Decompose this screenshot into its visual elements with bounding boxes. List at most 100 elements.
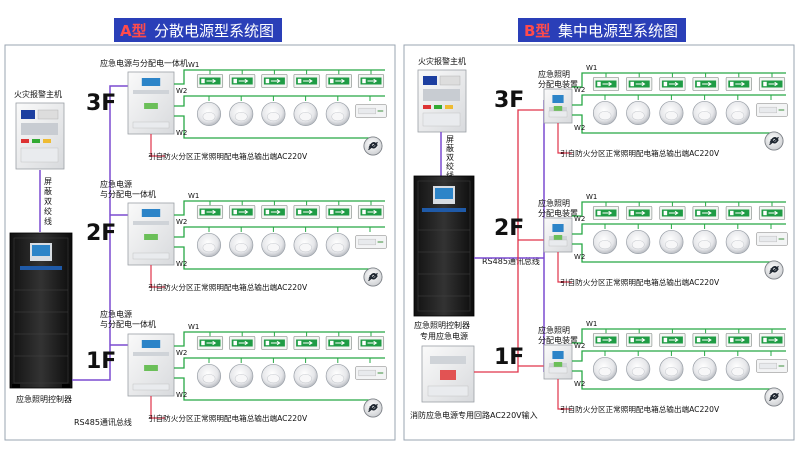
panel-b-floors: 3F应急照明分配电装置W1W2W2引自防火分区正常照明配电箱总输出端AC220V… bbox=[494, 64, 788, 414]
device-caption-line: 应急电源 bbox=[100, 309, 132, 319]
device-caption-line: 应急电源 bbox=[100, 179, 132, 189]
panel-b-rs485-label: RS485通讯总线 bbox=[482, 256, 540, 266]
w2-bus-line bbox=[174, 95, 385, 107]
w2-bus-line bbox=[572, 223, 786, 235]
panel-a-title: 分散电源型系统图 bbox=[154, 22, 274, 40]
exit-sign-icon bbox=[758, 333, 786, 347]
exit-sign-icon bbox=[261, 205, 288, 219]
dome-light-icon bbox=[196, 101, 222, 127]
exit-sign-icon bbox=[725, 206, 753, 220]
floor-label: 1F bbox=[86, 349, 116, 374]
exit-sign-icon bbox=[293, 74, 320, 88]
dome-light-icon bbox=[659, 356, 684, 382]
dome-light-icon bbox=[229, 232, 254, 258]
w2-bus-line bbox=[174, 357, 385, 369]
panel-a-title-bar bbox=[114, 18, 282, 42]
wall-fixture-icon bbox=[355, 365, 387, 381]
fire-alarm-panel-icon bbox=[15, 102, 65, 170]
dome-light-icon bbox=[325, 232, 350, 258]
ac-feed-line bbox=[557, 123, 572, 154]
ac-feed-caption: 引自防火分区正常照明配电箱总输出端AC220V bbox=[148, 282, 308, 292]
exit-sign-icon bbox=[261, 336, 288, 350]
exit-sign-icon bbox=[357, 336, 385, 350]
dome-light-icon bbox=[659, 229, 684, 255]
device-caption-line: 分配电装置 bbox=[538, 335, 578, 345]
exit-sign-icon bbox=[592, 206, 620, 220]
w2-lower-label: W2 bbox=[574, 253, 585, 261]
exit-sign-icon bbox=[196, 336, 224, 350]
power-plug-icon bbox=[764, 387, 784, 407]
w2-label: W2 bbox=[176, 218, 187, 226]
wall-fixture-icon bbox=[355, 103, 387, 119]
wall-fixture-icon bbox=[355, 234, 387, 250]
distribution-box-icon bbox=[421, 345, 475, 403]
w1-label: W1 bbox=[586, 320, 597, 328]
exit-sign-icon bbox=[758, 77, 786, 91]
distribution-box-icon bbox=[127, 71, 175, 135]
dome-light-icon bbox=[196, 363, 222, 389]
ac-feed-line bbox=[557, 252, 572, 283]
panel-b-title: 集中电源型系统图 bbox=[558, 22, 678, 40]
panel-b-title-bar bbox=[518, 18, 686, 42]
device-caption-line: 应急照明 bbox=[538, 198, 570, 208]
dome-light-icon bbox=[261, 232, 286, 258]
svg-text:蔽: 蔽 bbox=[446, 143, 454, 153]
exit-sign-icon bbox=[659, 77, 686, 91]
power-plug-icon bbox=[363, 267, 383, 287]
svg-text:屏: 屏 bbox=[44, 177, 52, 186]
ac-feed-line bbox=[557, 379, 572, 410]
device-caption-line: 应急照明 bbox=[538, 325, 570, 335]
dome-light-icon bbox=[325, 363, 350, 389]
fire-alarm-panel-icon bbox=[417, 69, 467, 133]
exit-sign-icon bbox=[261, 74, 288, 88]
exit-sign-icon bbox=[325, 74, 353, 88]
exit-sign-icon bbox=[325, 205, 353, 219]
ac-feed-caption: 引自防火分区正常照明配电箱总输出端AC220V bbox=[148, 413, 308, 423]
exit-sign-icon bbox=[659, 206, 686, 220]
w1-bus-line bbox=[572, 328, 786, 344]
svg-text:屏: 屏 bbox=[446, 135, 454, 144]
exit-sign-icon bbox=[357, 74, 385, 88]
svg-text:双: 双 bbox=[446, 153, 454, 162]
panel-b-frame bbox=[403, 44, 795, 441]
panel-a-controller-label: 应急照明控制器 bbox=[16, 394, 72, 404]
w1-bus-line bbox=[174, 69, 385, 85]
power-plug-icon bbox=[764, 131, 784, 151]
w1-bus-line bbox=[572, 72, 786, 88]
dome-light-icon bbox=[659, 100, 684, 126]
w2-lower-label: W2 bbox=[574, 124, 585, 132]
dome-light-icon bbox=[626, 229, 651, 255]
dome-light-icon bbox=[626, 100, 651, 126]
panel-a-shielded-cable-label: 屏 蔽 双 绞 线 bbox=[44, 177, 52, 226]
exit-sign-icon bbox=[592, 77, 620, 91]
floor-label: 3F bbox=[86, 91, 116, 116]
w1-bus-line bbox=[174, 331, 385, 347]
exit-sign-icon bbox=[228, 74, 256, 88]
dome-light-icon bbox=[261, 363, 286, 389]
svg-text:蔽: 蔽 bbox=[44, 186, 52, 196]
ac-feed-caption: 引自防火分区正常照明配电箱总输出端AC220V bbox=[148, 151, 308, 161]
panel-a-frame bbox=[4, 44, 396, 441]
panel-b-controller-label: 应急照明控制器 bbox=[414, 320, 470, 330]
w1-label: W1 bbox=[188, 192, 199, 200]
device-caption-line: 分配电装置 bbox=[538, 208, 578, 218]
floor-label: 1F bbox=[494, 345, 524, 370]
dome-light-icon bbox=[692, 229, 717, 255]
dome-light-icon bbox=[293, 232, 318, 258]
svg-text:绞: 绞 bbox=[44, 206, 52, 216]
dome-light-icon bbox=[725, 356, 750, 382]
w2-label: W2 bbox=[176, 87, 187, 95]
panel-a-rs485-label: RS485通讯总线 bbox=[74, 417, 132, 427]
w2-lower-bus-line bbox=[174, 115, 377, 139]
exit-sign-icon bbox=[659, 333, 686, 347]
w2-label: W2 bbox=[574, 342, 585, 350]
floor-label: 3F bbox=[494, 88, 524, 113]
ac-feed-line bbox=[150, 265, 165, 288]
